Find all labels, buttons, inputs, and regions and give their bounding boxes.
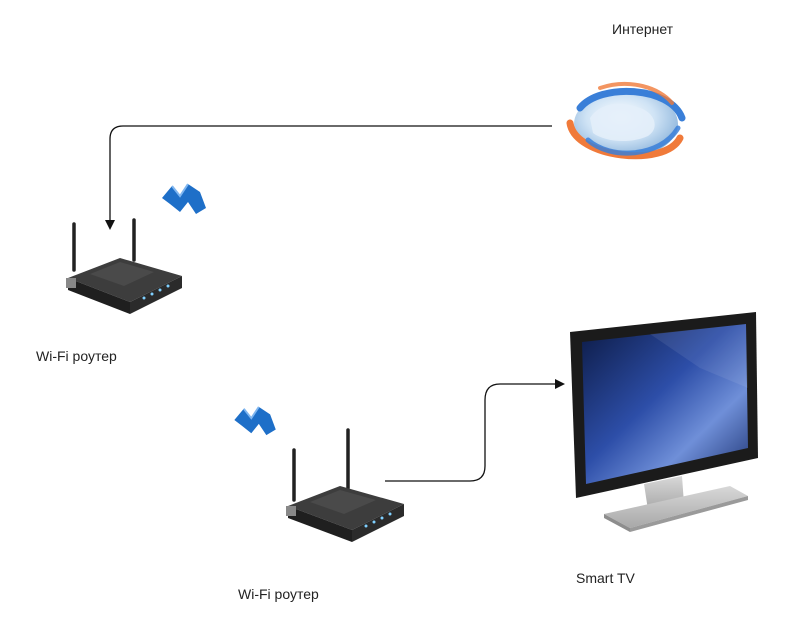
router-top-label: Wi-Fi роутер — [36, 348, 117, 364]
internet-to-router-connector — [105, 125, 552, 230]
internet-label: Интернет — [612, 21, 674, 37]
router-to-tv-connector — [385, 379, 565, 482]
globe-icon — [566, 81, 686, 160]
router-bottom-label: Wi-Fi роутер — [238, 586, 319, 602]
wifi-router-icon — [286, 428, 404, 542]
tv-label: Smart TV — [576, 570, 635, 586]
wifi-signal-icon — [234, 406, 276, 436]
monitor-icon — [570, 312, 758, 532]
wifi-router-icon — [66, 218, 182, 314]
wifi-signal-icon — [162, 183, 206, 214]
